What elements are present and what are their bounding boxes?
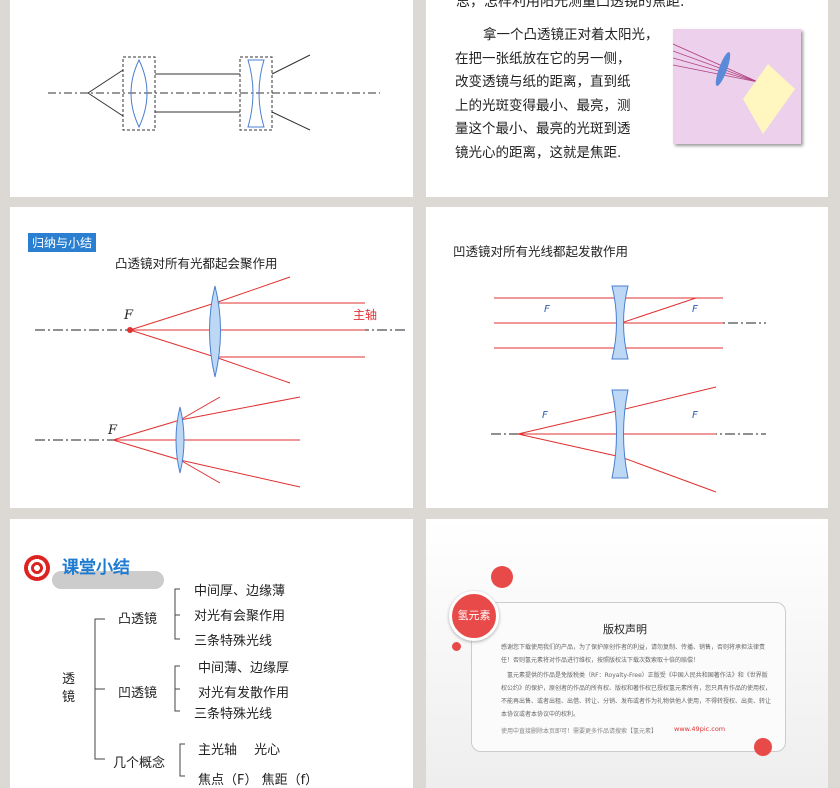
slide-title: 凹透镜对所有光线都起发散作用: [453, 244, 629, 259]
line: 拿一个凸透镜正对着太阳光，: [483, 27, 659, 43]
line: 改变透镜与纸的距离，直到纸: [455, 74, 631, 90]
item: 中间薄、边缘厚: [198, 661, 290, 676]
line: 上的光斑变得最小、最亮，测: [455, 97, 631, 114]
deco-dot: [754, 738, 772, 756]
deco-dot: [491, 566, 513, 588]
line: 在把一张纸放在它的另一侧，: [455, 50, 631, 67]
paragraph: 拿一个凸透镜正对着太阳光， 在把一张纸放在它的另一侧， 改变透镜与纸的距离，直到…: [455, 24, 659, 165]
slide-title: 凸透镜对所有光都起会聚作用: [115, 256, 278, 271]
item: 对光有会聚作用: [194, 609, 286, 624]
copyright-card: [471, 602, 786, 752]
website-link[interactable]: www.49pic.com: [674, 725, 726, 733]
mindmap-brackets: [94, 588, 185, 777]
concave-lens-diagram: [491, 285, 766, 493]
header-bar: [52, 571, 164, 589]
copyright-footer: 使用中直接删除本页即可！需要更多作品请搜索【氢元素】: [501, 728, 658, 735]
focus-label: F: [692, 410, 698, 421]
cut-text-line: 思，怎样利用阳光测量凸透镜的焦距.: [456, 0, 685, 10]
summary-badge: 归纳与小结: [28, 233, 97, 252]
copyright-paragraph: 感谢您下载使用我们的产品，为了保护原创作者的利益，请勿复制、传播、销售，否则将承…: [501, 644, 766, 664]
slide-concave-summary[interactable]: 凹透镜对所有光线都起发散作用 F F F F: [426, 207, 828, 508]
summary-header: 课堂小结: [62, 558, 130, 578]
item: 对光有发散作用: [198, 686, 290, 701]
focus-label: F: [542, 410, 548, 421]
group-convex: 凸透镜: [118, 612, 158, 627]
copyright-title: 版权声明: [603, 623, 647, 636]
focus-label: F: [544, 304, 550, 315]
item: 三条特殊光线: [194, 707, 273, 722]
focus-label: F: [108, 423, 118, 438]
slide-lens-diagram[interactable]: [10, 0, 413, 197]
line: 量这个最小、最亮的光斑到透: [455, 121, 631, 137]
slide-copyright[interactable]: 氢元素 版权声明 感谢您下载使用我们的产品，为了保护原创作者的利益，请勿复制、传…: [426, 519, 828, 788]
group-concave: 凹透镜: [118, 686, 158, 701]
item: 三条特殊光线: [194, 634, 273, 649]
focus-label: F: [124, 308, 134, 323]
slide-convex-summary[interactable]: 归纳与小结 凸透镜对所有光都起会聚作用 F F 主轴: [10, 207, 413, 508]
logo-circle: 氢元素: [449, 591, 499, 641]
axis-label: 主轴: [353, 308, 378, 322]
focus-label: F: [692, 304, 698, 315]
slide-focal-length-text[interactable]: 思，怎样利用阳光测量凸透镜的焦距. 拿一个凸透镜正对着太阳光， 在把一张纸放在它…: [426, 0, 828, 197]
slide-class-summary[interactable]: 课堂小结 透镜 凸透镜 凹透镜 几个概念 中间厚、边缘薄 对光有会聚作用 三条特…: [10, 519, 413, 788]
line: 镜光心的距离，这就是焦距.: [455, 144, 622, 161]
item: 主光轴 光心: [198, 743, 281, 758]
lens-system-diagram: [48, 54, 380, 131]
group-concepts: 几个概念: [113, 756, 166, 771]
item: 中间厚、边缘薄: [194, 584, 286, 599]
lens-sunlight-image: [673, 29, 801, 144]
target-icon: [24, 555, 50, 581]
copyright-paragraph: 氢元素提供的作品是免版税类（RF：Royalty-Free）正版受《中国人民共和…: [501, 672, 772, 718]
item: 焦点（F） 焦距（f）: [198, 773, 319, 788]
deco-dot: [452, 642, 461, 651]
convex-lens-diagram: [35, 276, 405, 488]
root-label: 透镜: [62, 672, 76, 705]
